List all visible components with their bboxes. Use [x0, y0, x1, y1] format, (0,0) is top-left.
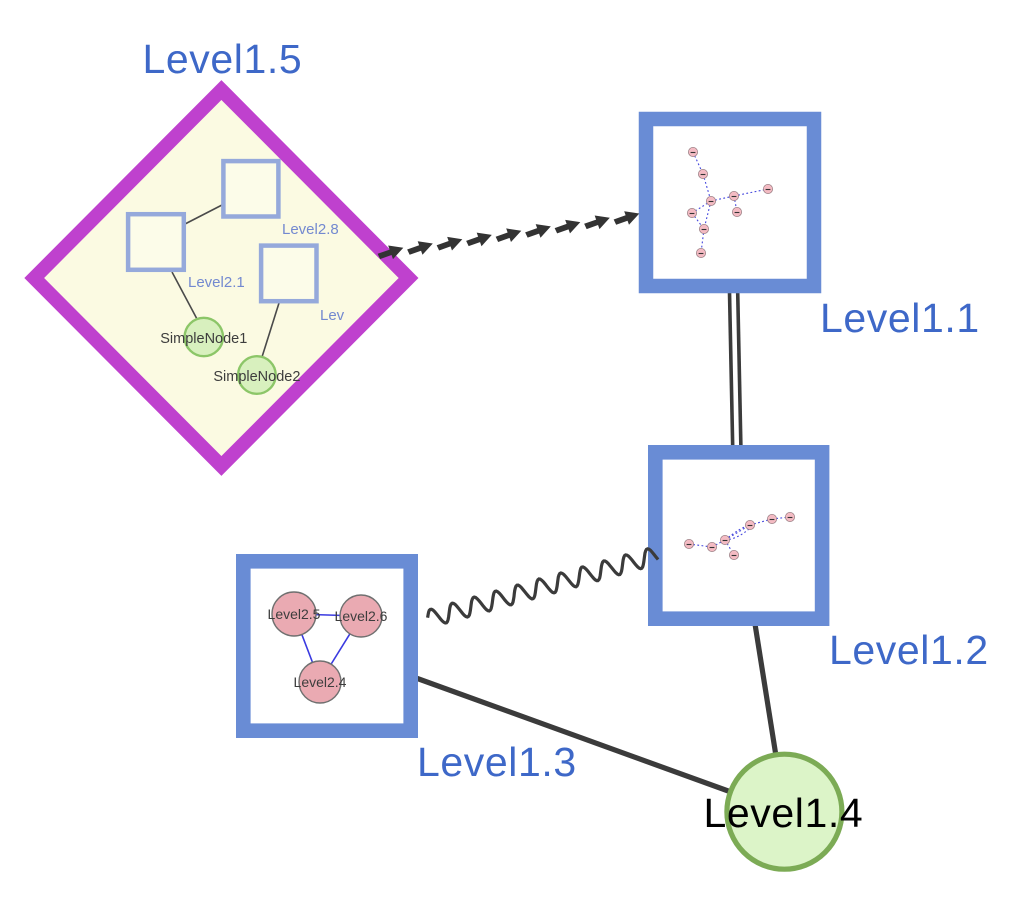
- svg-text:Level2.5: Level2.5: [268, 606, 321, 622]
- svg-text:Level2.6: Level2.6: [335, 608, 388, 624]
- svg-text:SimpleNode2: SimpleNode2: [213, 369, 300, 385]
- svg-text:Level1.2: Level1.2: [829, 627, 989, 673]
- svg-text:Level1.3: Level1.3: [417, 739, 577, 785]
- svg-text:Level2.8: Level2.8: [282, 221, 339, 238]
- svg-text:Level1.1: Level1.1: [820, 295, 980, 341]
- svg-text:Level1.5: Level1.5: [143, 36, 303, 82]
- svg-text:Level2.4: Level2.4: [294, 674, 347, 690]
- svg-text:SimpleNode1: SimpleNode1: [160, 331, 247, 347]
- svg-text:Level1.4: Level1.4: [704, 790, 864, 836]
- svg-text:Level2.1: Level2.1: [188, 274, 245, 291]
- svg-text:Lev: Lev: [320, 307, 345, 324]
